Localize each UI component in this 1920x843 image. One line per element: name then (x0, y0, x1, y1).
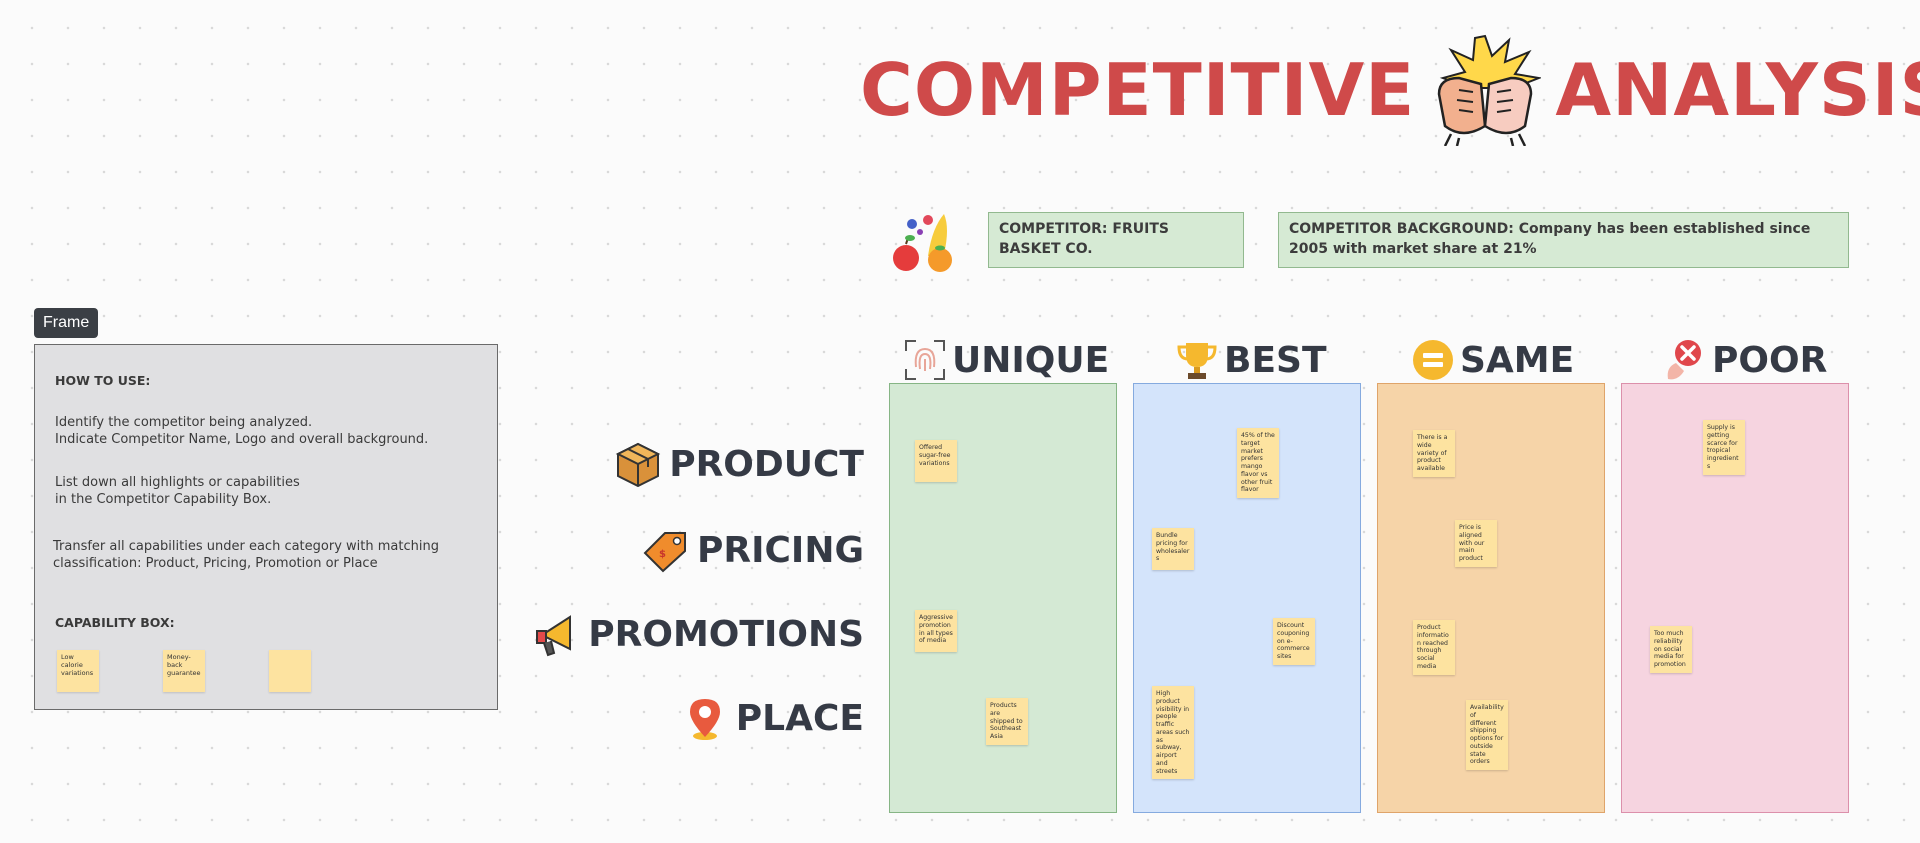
capability-sticky-note[interactable]: Money-back guarantee (163, 650, 205, 692)
sticky-note-unique-product[interactable]: Offered sugar-free variations (915, 440, 957, 482)
column-header-same: SAME (1412, 334, 1574, 386)
competitor-background-box[interactable]: COMPETITOR BACKGROUND: Company has been … (1278, 212, 1849, 268)
svg-text:$: $ (659, 549, 666, 560)
column-header-unique: UNIQUE (904, 334, 1109, 386)
title-right-word: ANALYSIS (1555, 48, 1920, 132)
column-header-best: BEST (1176, 334, 1327, 386)
sticky-note-unique-place[interactable]: Products are shipped to Southeast Asia (986, 698, 1028, 745)
row-label-place: PLACE (682, 690, 864, 746)
fist-bump-icon (1438, 34, 1542, 146)
fruit-basket-icon (893, 214, 952, 272)
instruction-line: List down all highlights or capabilities (55, 475, 300, 490)
competitor-name-box[interactable]: COMPETITOR: FRUITS BASKET CO. (988, 212, 1244, 268)
sticky-note-best-product[interactable]: 45% of the target market prefers mango f… (1237, 428, 1279, 498)
fingerprint-icon (905, 340, 945, 380)
capability-sticky-note[interactable] (269, 650, 311, 692)
column-label: SAME (1460, 339, 1575, 381)
column-label: UNIQUE (952, 339, 1110, 381)
instructions-frame[interactable]: HOW TO USE: Identify the competitor bein… (34, 344, 498, 710)
megaphone-icon (536, 615, 572, 657)
sticky-note-best-promotions[interactable]: Discount couponing on e-commerce sites (1273, 618, 1315, 665)
capability-box-heading: CAPABILITY BOX: (55, 615, 175, 630)
row-label-pricing: $ PRICING (643, 522, 864, 578)
column-header-poor: POOR (1664, 334, 1827, 386)
row-label-text: PRODUCT (669, 443, 864, 485)
instruction-line: Identify the competitor being analyzed. (55, 415, 313, 430)
title-left-word: COMPETITIVE (860, 48, 1416, 132)
instructions-heading: HOW TO USE: (55, 373, 151, 388)
sticky-note-same-place[interactable]: Availability of different shipping optio… (1466, 700, 1508, 770)
instruction-line: Indicate Competitor Name, Logo and overa… (55, 432, 429, 447)
board-title: COMPETITIVE ANALYSIS (860, 30, 1920, 150)
sticky-note-same-pricing[interactable]: Price is aligned with our main product (1455, 520, 1497, 567)
sticky-note-same-promotions[interactable]: Product information reached through soci… (1413, 620, 1455, 675)
instruction-line: in the Competitor Capability Box. (55, 492, 272, 507)
instruction-line: Transfer all capabilities under each cat… (53, 539, 439, 554)
sticky-note-best-pricing[interactable]: Bundle pricing for wholesalers (1152, 528, 1194, 570)
instruction-line: classification: Product, Pricing, Promot… (53, 556, 378, 571)
row-label-text: PLACE (735, 697, 864, 739)
column-label: POOR (1712, 339, 1828, 381)
frame-tag[interactable]: Frame (34, 308, 99, 338)
equals-icon (1413, 340, 1453, 380)
trophy-icon (1177, 343, 1217, 379)
row-label-text: PROMOTIONS (588, 613, 864, 655)
sticky-note-same-product[interactable]: There is a wide variety of product avail… (1413, 430, 1455, 477)
location-pin-icon (689, 699, 720, 740)
sticky-note-unique-promotions[interactable]: Aggressive promotion in all types of med… (915, 610, 957, 652)
sticky-note-poor-promotions[interactable]: Too much reliability on social media for… (1650, 626, 1692, 673)
sticky-note-best-place[interactable]: High product visibility in people traffi… (1152, 686, 1194, 780)
sticky-note-poor-product[interactable]: Supply is getting scarce for tropical in… (1703, 420, 1745, 475)
cross-hand-icon (1667, 340, 1701, 380)
capability-sticky-note[interactable]: Low calorie variations (57, 650, 99, 692)
row-label-product: PRODUCT (615, 436, 864, 492)
price-tag-icon: $ (643, 532, 686, 573)
column-label: BEST (1224, 339, 1327, 381)
row-label-text: PRICING (697, 529, 864, 571)
box-icon (615, 442, 661, 487)
row-label-promotions: PROMOTIONS (534, 606, 864, 662)
